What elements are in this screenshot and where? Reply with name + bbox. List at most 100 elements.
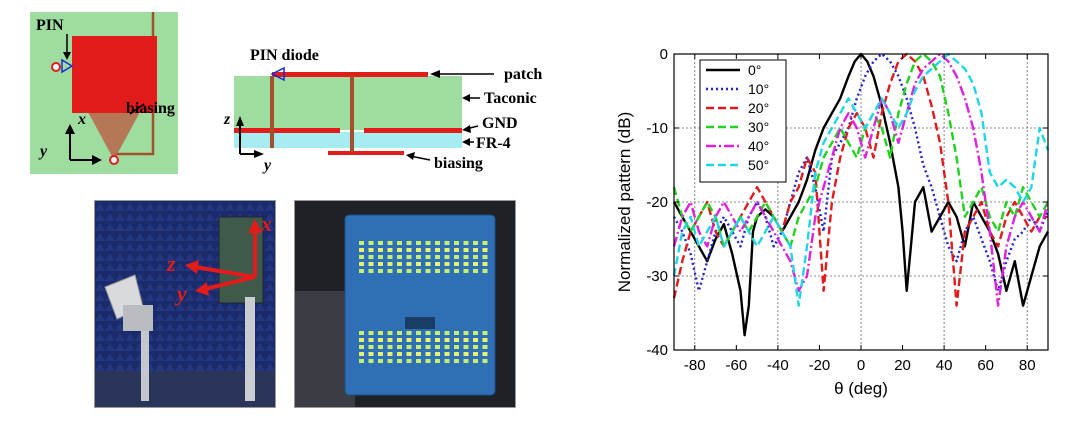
led <box>473 269 478 273</box>
led <box>387 269 393 273</box>
led <box>482 345 488 349</box>
led <box>482 241 488 245</box>
z-axis-arrowhead <box>185 260 199 274</box>
led <box>406 338 412 342</box>
led <box>387 248 393 252</box>
led <box>473 255 478 259</box>
led <box>444 331 450 335</box>
board-photo <box>294 200 516 408</box>
series-line <box>672 52 1050 307</box>
via-left <box>270 76 274 148</box>
legend-entry: 50° <box>748 157 769 173</box>
led <box>463 331 469 335</box>
led <box>416 359 421 363</box>
via-center <box>350 76 354 152</box>
led <box>463 262 469 266</box>
led <box>378 338 383 342</box>
led <box>387 255 393 259</box>
side-view-diagram: PIN diode patch Taconic GND FR-4 biasing… <box>223 47 542 174</box>
x-tick-label: 20 <box>894 357 911 374</box>
led <box>454 262 459 266</box>
led <box>435 269 440 273</box>
legend-box <box>699 59 787 183</box>
pcb-board <box>344 214 496 396</box>
x-tick-label: 0 <box>857 357 865 374</box>
led <box>359 352 364 356</box>
led <box>387 338 393 342</box>
y-tick-label: -30 <box>646 268 668 285</box>
led <box>359 255 364 259</box>
board-photo-illustration <box>295 201 515 407</box>
led <box>359 262 364 266</box>
legend-entry: 10° <box>748 81 769 97</box>
led <box>387 345 393 349</box>
led <box>435 352 440 356</box>
led <box>444 262 450 266</box>
led <box>463 345 469 349</box>
led <box>397 352 402 356</box>
taconic-arrowhead <box>462 94 470 102</box>
led <box>416 352 421 356</box>
taconic-label: Taconic <box>484 90 537 107</box>
pin-via-dot <box>51 62 61 72</box>
led <box>378 269 383 273</box>
led <box>397 338 402 342</box>
unit-cell-top-view: PIN biasing x y <box>30 12 178 174</box>
biasing-label: biasing <box>434 155 483 172</box>
gnd-strip-right <box>364 128 462 133</box>
led <box>454 255 459 259</box>
top-view-diagram: PIN biasing x y <box>30 12 178 174</box>
led <box>435 262 440 266</box>
led <box>368 241 374 245</box>
gnd-strip-left <box>234 128 340 133</box>
led <box>416 262 421 266</box>
gnd-arrowhead <box>462 125 471 133</box>
pin-arrowhead <box>63 52 71 60</box>
led <box>463 338 469 342</box>
led <box>359 241 364 245</box>
led <box>444 248 450 252</box>
led <box>368 331 374 335</box>
x-tick-label: 80 <box>1019 357 1036 374</box>
axis-z-label: z <box>223 111 231 128</box>
led <box>387 331 393 335</box>
led <box>435 345 440 349</box>
axis-y-label: y <box>174 281 187 306</box>
patch-label: patch <box>504 66 542 83</box>
led <box>387 241 393 245</box>
fr4-arrowhead <box>462 138 470 146</box>
led <box>397 269 402 273</box>
fr4-layer <box>234 132 462 148</box>
y-tick-label: -40 <box>646 342 668 359</box>
led <box>378 359 383 363</box>
x-axis-arrowhead <box>65 124 75 134</box>
led <box>416 269 421 273</box>
axis-y-label: y <box>38 143 48 160</box>
led <box>473 241 478 245</box>
bias-via-dot <box>109 155 119 165</box>
led <box>454 331 459 335</box>
biasing-arrowhead <box>406 152 415 160</box>
led <box>425 359 431 363</box>
connector <box>405 317 435 329</box>
y-tick-label: -10 <box>646 120 668 137</box>
legend: 0°10°20°30°40°50° <box>699 59 787 183</box>
led <box>397 255 402 259</box>
taconic-layer <box>234 76 462 130</box>
x-tick-label: -40 <box>767 357 789 374</box>
led <box>463 352 469 356</box>
patch-strip <box>272 72 428 77</box>
led <box>368 262 374 266</box>
led <box>454 269 459 273</box>
led <box>425 352 431 356</box>
led <box>444 359 450 363</box>
led <box>435 338 440 342</box>
led <box>473 345 478 349</box>
led <box>378 352 383 356</box>
led <box>397 262 402 266</box>
led <box>378 248 383 252</box>
led <box>473 338 478 342</box>
led <box>482 248 488 252</box>
biasing-strip <box>328 151 404 155</box>
led <box>425 338 431 342</box>
